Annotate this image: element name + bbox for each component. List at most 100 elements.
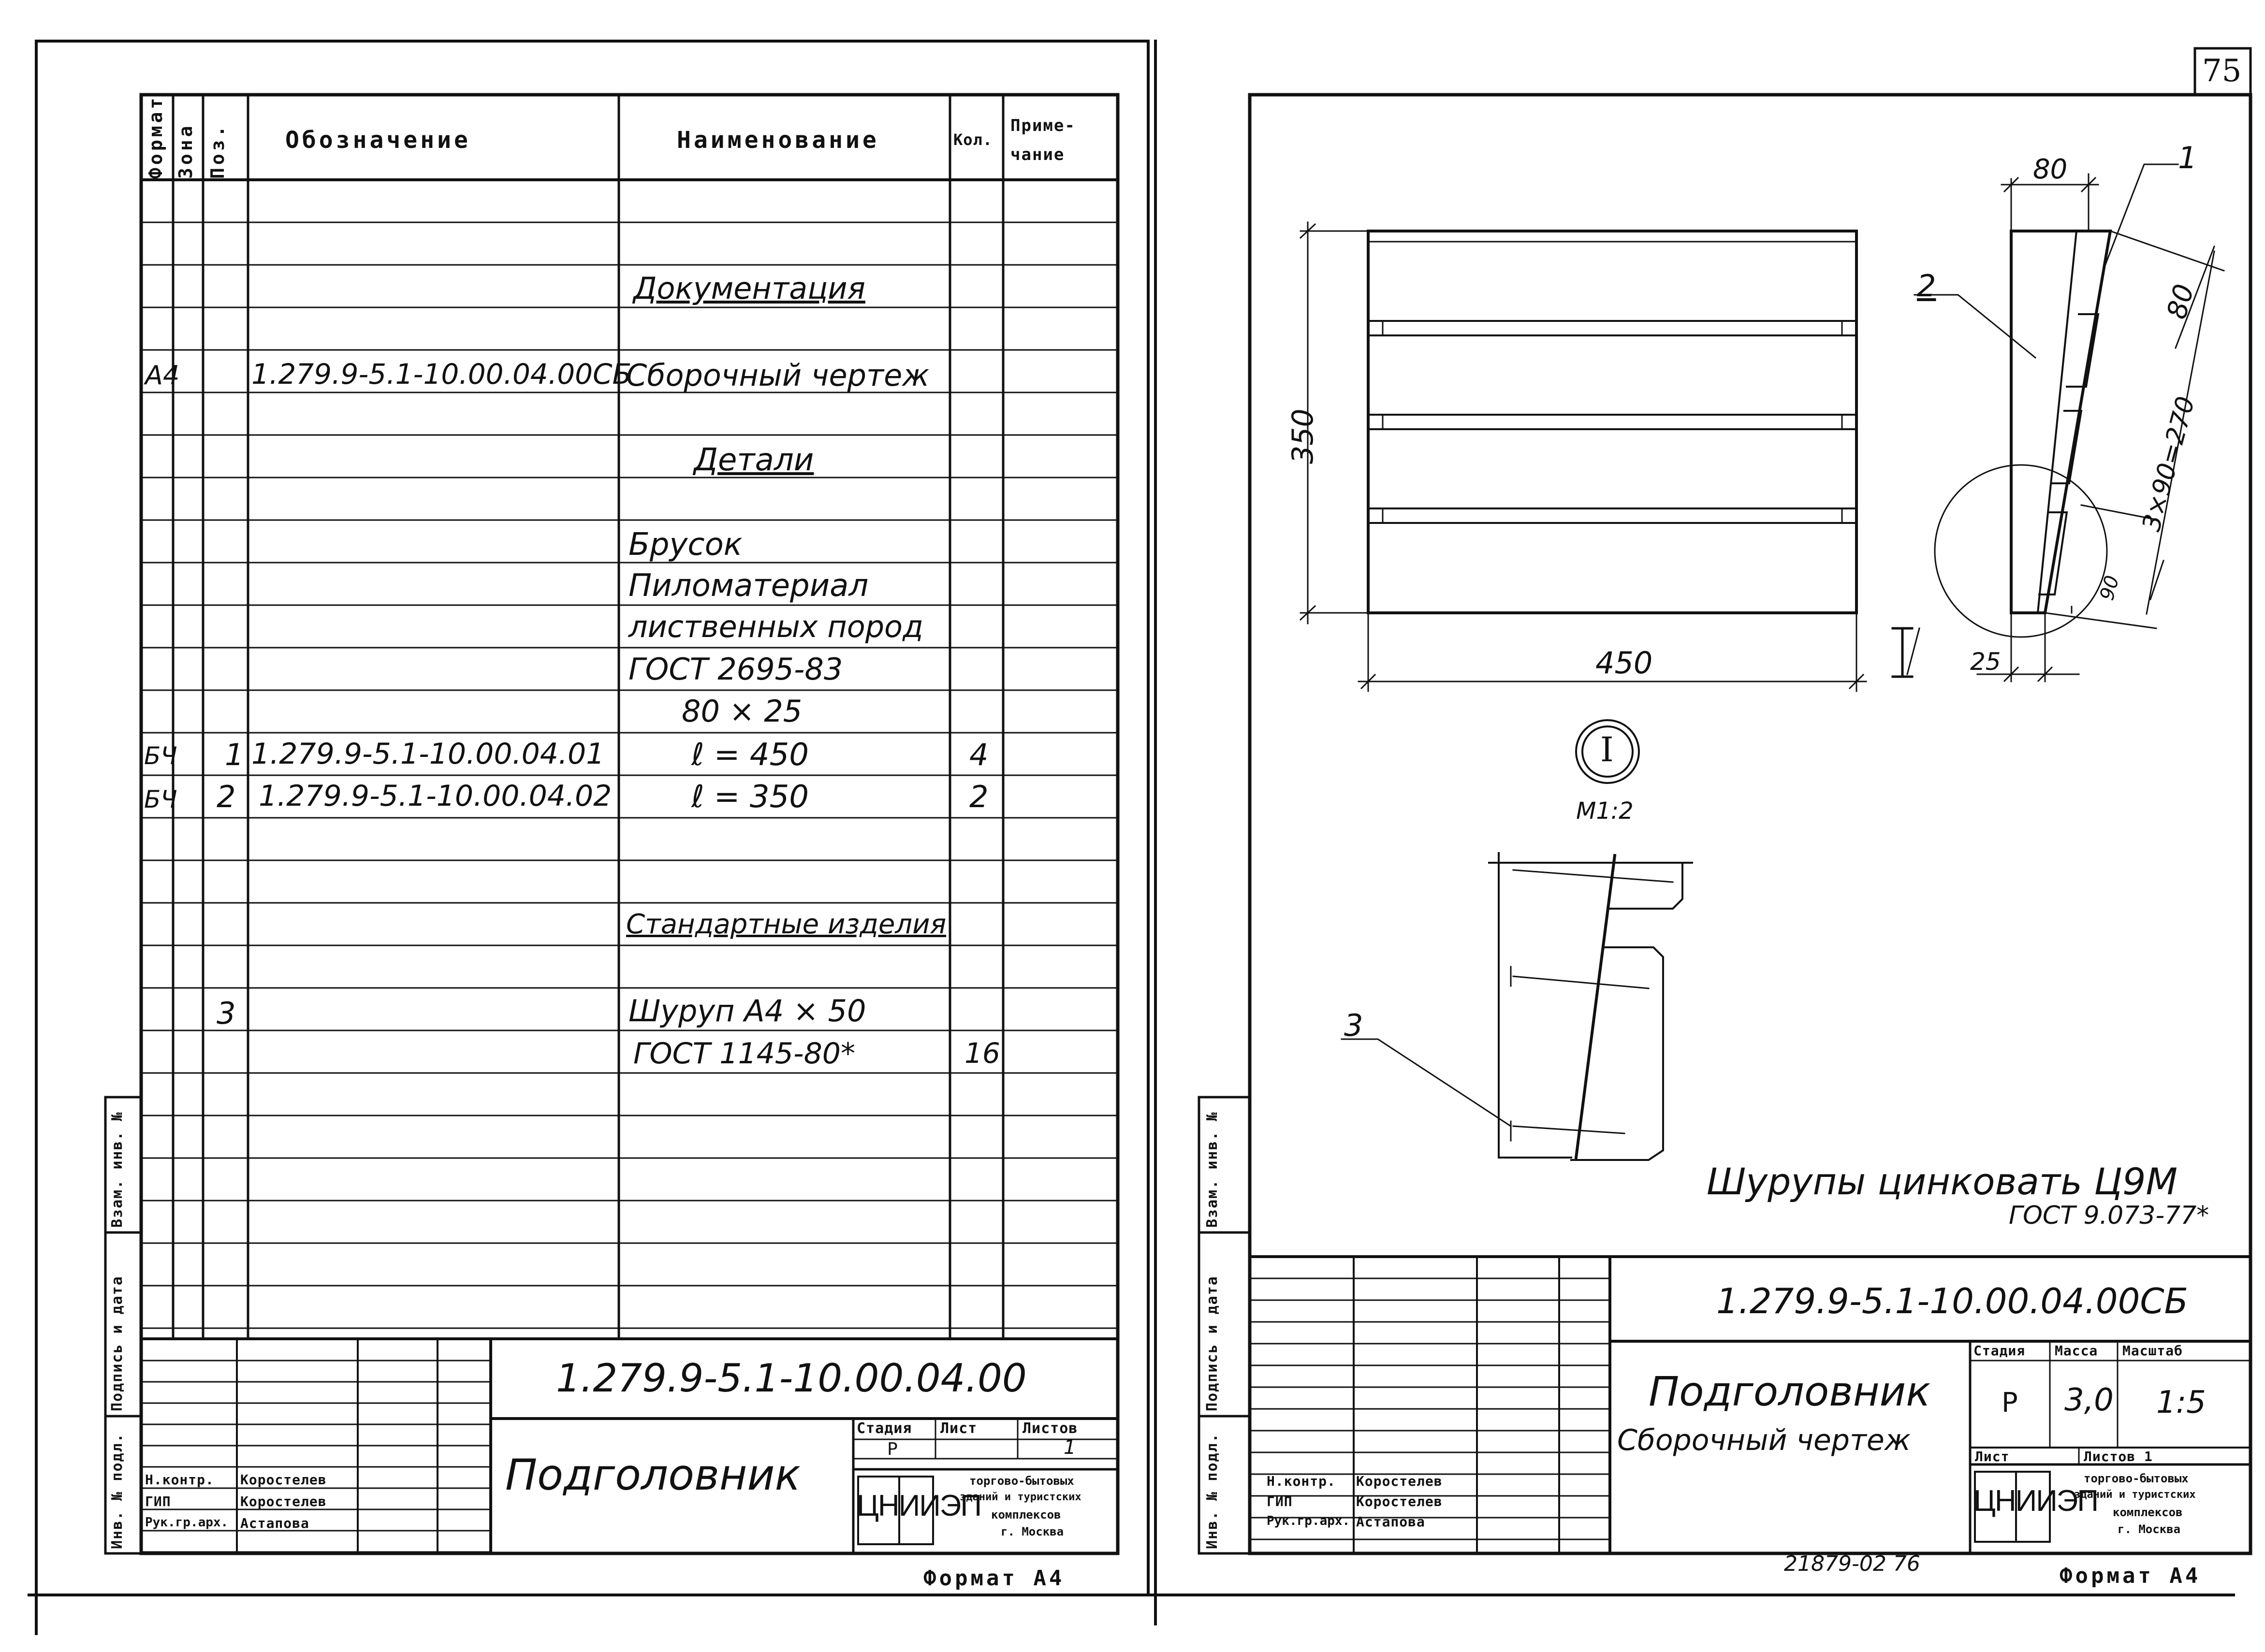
part1-format: БЧ <box>144 742 177 770</box>
dim-350: 350 <box>1286 408 1320 464</box>
right-tb-mass: 3,0 <box>2064 1382 2114 1418</box>
left-tb-name-3: Астапова <box>240 1515 309 1531</box>
dim-25: 25 <box>1970 648 2001 676</box>
callout-1: 1 <box>2178 140 2197 175</box>
right-tb-stage-header: Стадия <box>1973 1343 2026 1359</box>
right-tb-org-2: зданий и туристских <box>2074 1489 2196 1501</box>
right-tb-subtitle: Сборочный чертеж <box>1617 1423 1911 1457</box>
right-tb-role-3: Рук.гр.арх. <box>1267 1514 1350 1528</box>
left-side-replace-inv: Взам. инв. № <box>109 1111 126 1228</box>
left-format-label: Формат А4 <box>923 1566 1065 1591</box>
left-tb-designation: 1.279.9-5.1-10.00.04.00 <box>556 1356 1027 1401</box>
left-tb-org-3: комплексов <box>991 1508 1061 1522</box>
part2-qty: 2 <box>969 779 989 814</box>
left-tb-sheets: 1 <box>1064 1436 1076 1459</box>
left-tb-role-3: Рук.гр.арх. <box>145 1515 229 1530</box>
right-side-replace-inv: Взам. инв. № <box>1204 1111 1221 1228</box>
callout-2: 2 <box>1917 268 1936 304</box>
left-side-sign-date: Подпись и дата <box>109 1275 126 1411</box>
right-sheet-frame <box>1198 47 2252 1555</box>
right-tb-org-1: торгово-бытовых <box>2084 1472 2189 1485</box>
col-header-zone: Зона <box>175 123 196 179</box>
material-line-3: лиственных пород <box>628 609 923 644</box>
right-tb-title: Подголовник <box>1649 1368 1930 1415</box>
part1-pos: 1 <box>225 737 244 772</box>
left-tb-org-2: зданий и туристских <box>960 1491 1081 1503</box>
right-tb-name-1: Коростелев <box>1356 1473 1443 1489</box>
right-tb-name-3: Астапова <box>1356 1514 1425 1530</box>
side-view-dimensions <box>1891 163 2225 682</box>
part2-name: ℓ = 350 <box>691 779 809 815</box>
left-tb-title: Подголовник <box>505 1450 801 1500</box>
right-tb-org-3: комплексов <box>2113 1506 2183 1519</box>
right-tb-org-4: г. Москва <box>2118 1522 2181 1536</box>
right-tb-sheet-header: Лист <box>1975 1449 2010 1464</box>
right-format-label: Формат А4 <box>2060 1564 2201 1588</box>
left-tb-name-2: Коростелев <box>240 1493 327 1509</box>
note-zinc-plating: Шурупы цинковать Ц9М <box>1707 1160 2178 1203</box>
part1-qty: 4 <box>969 737 989 772</box>
col-header-format: Формат <box>145 95 166 179</box>
col-header-note-2: чание <box>1010 145 1065 164</box>
part2-designation: 1.279.9-5.1-10.00.04.02 <box>259 779 612 813</box>
right-side-inv-orig: Инв. № подл. <box>1204 1433 1221 1549</box>
footer-code: 21879-02 76 <box>1784 1551 1920 1576</box>
left-tb-sheets-header: Листов <box>1023 1420 1078 1437</box>
asm-designation: 1.279.9-5.1-10.00.04.00СБ <box>251 358 632 391</box>
col-header-note-1: Приме- <box>1010 116 1076 135</box>
col-header-name: Наименование <box>677 127 879 154</box>
material-line-1: Брусок <box>628 527 743 563</box>
left-tb-stage-header: Стадия <box>857 1420 912 1437</box>
part1-designation: 1.279.9-5.1-10.00.04.01 <box>251 737 605 771</box>
side-view <box>2010 230 2112 614</box>
right-tb-stage: Р <box>2002 1387 2018 1419</box>
right-tb-mass-header: Масса <box>2055 1343 2098 1359</box>
col-header-designation: Обозначение <box>285 127 471 154</box>
page-number: 75 <box>2202 53 2242 89</box>
asm-format: А4 <box>145 360 180 391</box>
left-tb-name-1: Коростелев <box>240 1472 327 1488</box>
right-tb-name-2: Коростелев <box>1356 1493 1443 1509</box>
material-line-4: ГОСТ 2695-83 <box>628 652 843 687</box>
part1-name: ℓ = 450 <box>691 737 809 773</box>
part2-format: БЧ <box>144 785 177 813</box>
detail-scale: М1:2 <box>1576 797 1634 825</box>
left-tb-org-logo: ЦНИИЭП <box>857 1489 982 1522</box>
left-sheet-frame <box>28 40 2235 1635</box>
right-tb-org-logo: ЦНИИЭП <box>1973 1484 2099 1518</box>
dim-450: 450 <box>1595 645 1653 681</box>
note-gost: ГОСТ 9.073-77* <box>2009 1201 2209 1230</box>
material-line-2: Пиломатериал <box>628 568 869 604</box>
callout-3: 3 <box>1344 1008 1363 1043</box>
part3-pos: 3 <box>217 996 236 1031</box>
front-view <box>1367 230 1858 614</box>
left-tb-org-4: г. Москва <box>1001 1525 1064 1538</box>
left-tb-role-2: ГИП <box>145 1493 171 1509</box>
section-details: Детали <box>694 442 814 478</box>
material-line-5: 80 × 25 <box>682 694 803 729</box>
dim-80-top: 80 <box>2033 154 2068 185</box>
left-tb-org-1: торгово-бытовых <box>969 1474 1074 1488</box>
left-tb-sheet-header: Лист <box>940 1420 978 1437</box>
part3-name-2: ГОСТ 1145-80* <box>633 1037 855 1071</box>
front-view-dimensions <box>1299 221 1867 692</box>
left-tb-role-1: Н.контр. <box>145 1472 214 1488</box>
right-tb-sheets-header: Листов 1 <box>2084 1449 2153 1464</box>
right-tb-role-2: ГИП <box>1267 1493 1293 1509</box>
left-side-inv-orig: Инв. № подл. <box>109 1433 126 1549</box>
part3-name-1: Шуруп А4 × 50 <box>628 993 866 1029</box>
section-standard: Стандартные изделия <box>626 909 947 940</box>
right-side-sign-date: Подпись и дата <box>1204 1275 1221 1411</box>
right-tb-scale: 1:5 <box>2156 1385 2206 1420</box>
section-documentation: Документация <box>633 271 865 306</box>
detail-mark: I <box>1600 730 1614 769</box>
spec-table-grid <box>104 93 1120 1555</box>
detail-view <box>1341 719 1693 1161</box>
left-tb-stage: Р <box>887 1439 898 1459</box>
col-header-pos: Поз. <box>207 123 228 179</box>
asm-name: Сборочный чертеж <box>626 358 930 393</box>
right-tb-scale-header: Масштаб <box>2122 1343 2183 1359</box>
part3-qty: 16 <box>964 1037 1000 1070</box>
right-tb-role-1: Н.контр. <box>1267 1473 1336 1489</box>
